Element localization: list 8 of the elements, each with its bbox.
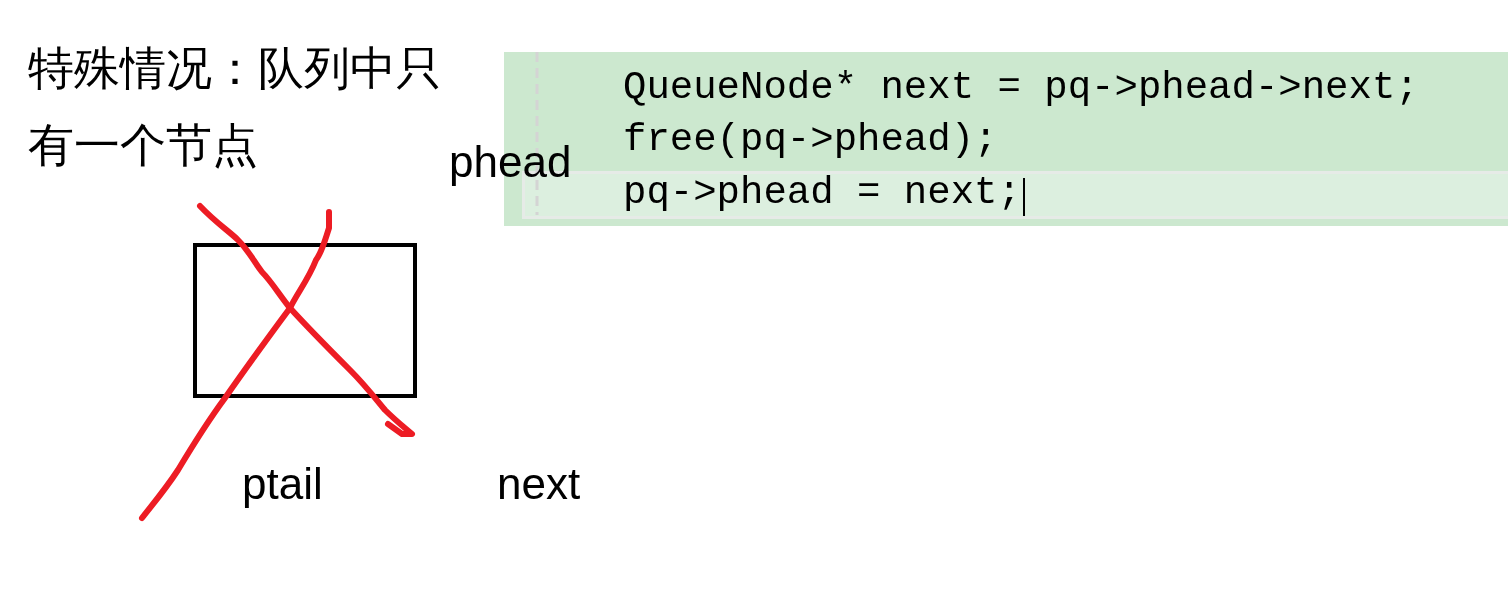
pointer-label: ptail <box>242 460 323 508</box>
code-line: free(pq->phead); <box>623 117 998 164</box>
code-line: QueueNode* next = pq->phead->next; <box>623 65 1419 112</box>
pointer-label: phead <box>449 138 572 186</box>
node-box <box>193 243 417 398</box>
title: 特殊情况：队列中只有一个节点 <box>28 40 443 174</box>
code-line: pq->phead = next; <box>623 170 1021 217</box>
pointer-label: next <box>497 460 581 508</box>
